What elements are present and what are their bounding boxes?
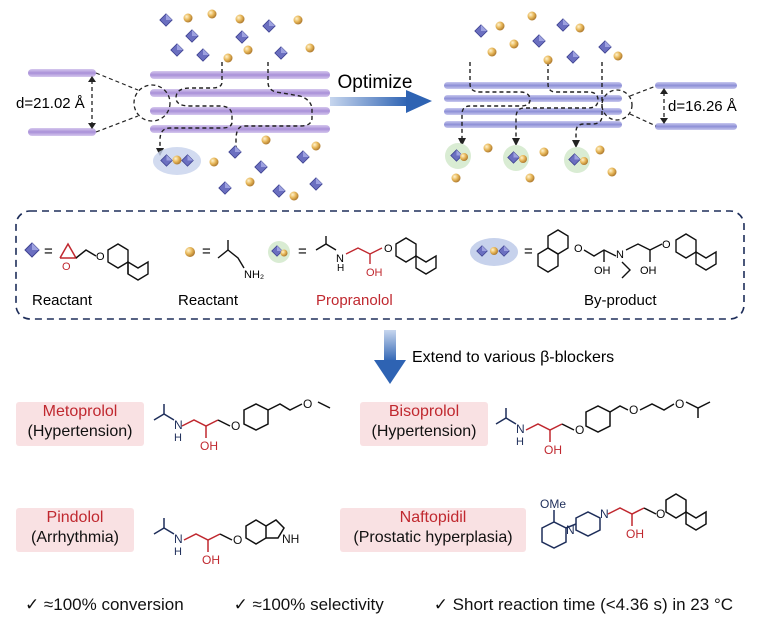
svg-text:=: =: [202, 243, 211, 260]
bisoprolol-name: Bisoprolol: [388, 403, 460, 420]
pindolol-o: O: [233, 533, 242, 547]
metoprolol-h: H: [174, 432, 182, 444]
bisoprolol-o3: O: [675, 397, 684, 411]
naftopidil-oh: OH: [626, 527, 644, 541]
bisoprolol-structure: [495, 401, 711, 442]
bisoprolol-o2: O: [629, 403, 638, 417]
optimize-arrow: Optimize: [330, 72, 432, 113]
amine-label: NH₂: [244, 269, 264, 281]
metoprolol-name: Metoprolol: [42, 403, 118, 420]
naftopidil-indication: (Prostatic hyperplasia): [353, 529, 513, 546]
left-membrane: [28, 62, 330, 158]
metoprolol-label: Metoprolol (Hypertension): [16, 402, 144, 446]
naftopidil-label: Naftopidil (Prostatic hyperplasia): [340, 508, 526, 552]
bisoprolol-h: H: [516, 436, 524, 448]
bisoprolol-n: N: [516, 422, 525, 436]
bisoprolol-o1: O: [575, 423, 584, 437]
pindolol-structure: [153, 518, 285, 552]
naftopidil-ome: OMe: [540, 497, 566, 511]
legend-reactant1: = O O Reactant: [24, 242, 149, 309]
bisoprolol-oh: OH: [544, 443, 562, 457]
optimize-label: Optimize: [338, 72, 413, 93]
metoprolol-n: N: [174, 418, 183, 432]
reactant1-label: Reactant: [32, 292, 93, 309]
bisoprolol-label: Bisoprolol (Hypertension): [360, 402, 488, 446]
svg-text:H: H: [337, 263, 344, 274]
svg-text:O: O: [96, 251, 105, 263]
legend-box: [15, 210, 745, 320]
d-right-label: d=16.26 Å: [668, 98, 737, 115]
svg-text:OH: OH: [640, 265, 657, 277]
svg-text:OH: OH: [366, 267, 383, 279]
right-membrane: [444, 62, 737, 148]
pindolol-indication: (Arrhythmia): [30, 529, 119, 546]
svg-text:O: O: [574, 243, 583, 255]
naftopidil-structure: [541, 493, 707, 549]
pindolol-n: N: [174, 532, 183, 546]
pindolol-nh: NH: [282, 532, 299, 546]
svg-text:N: N: [336, 253, 344, 265]
pindolol-oh: OH: [202, 553, 220, 567]
pindolol-name: Pindolol: [46, 509, 104, 526]
svg-text:=: =: [44, 243, 53, 260]
extend-label: Extend to various β-blockers: [412, 349, 614, 366]
metoprolol-o2: O: [303, 397, 312, 411]
benefit-selectivity: ✓ ≈100% selectivity: [233, 595, 384, 614]
svg-text:O: O: [384, 243, 393, 255]
reactant2-label: Reactant: [178, 292, 239, 309]
svg-text:=: =: [298, 243, 307, 260]
naftopidil-o: O: [656, 507, 665, 521]
metoprolol-o1: O: [231, 419, 240, 433]
svg-text:O: O: [62, 261, 71, 273]
metoprolol-structure: [153, 401, 331, 438]
benefit-conversion: ✓ ≈100% conversion: [24, 595, 184, 614]
metoprolol-indication: (Hypertension): [27, 423, 133, 440]
legend-byproduct: = O OH N OH O By-product: [470, 229, 717, 309]
pindolol-h: H: [174, 546, 182, 558]
benefit-reaction-time: ✓ Short reaction time (<4.36 s) in 23 °C: [433, 595, 734, 614]
product-label: Propranolol: [316, 292, 393, 309]
left-molecules: [153, 9, 323, 201]
naftopidil-n2: N: [600, 507, 609, 521]
d-left-label: d=21.02 Å: [16, 95, 85, 112]
metoprolol-oh: OH: [200, 439, 218, 453]
bisoprolol-indication: (Hypertension): [371, 423, 477, 440]
extend-arrow: [374, 330, 406, 384]
byproduct-n: N: [616, 249, 624, 261]
pindolol-label: Pindolol (Arrhythmia): [16, 508, 134, 552]
benefits-row: ✓ ≈100% conversion ✓ ≈100% selectivity ✓…: [0, 595, 758, 615]
naftopidil-n1: N: [566, 523, 575, 537]
svg-text:OH: OH: [594, 265, 611, 277]
right-molecules: [445, 11, 623, 183]
legend-reactant2: = NH₂ Reactant: [178, 240, 264, 309]
svg-text:O: O: [662, 239, 671, 251]
legend-product: = N H OH O Propranolol: [268, 236, 437, 309]
svg-text:=: =: [524, 243, 533, 260]
naftopidil-name: Naftopidil: [399, 509, 467, 526]
byproduct-label: By-product: [584, 292, 657, 309]
